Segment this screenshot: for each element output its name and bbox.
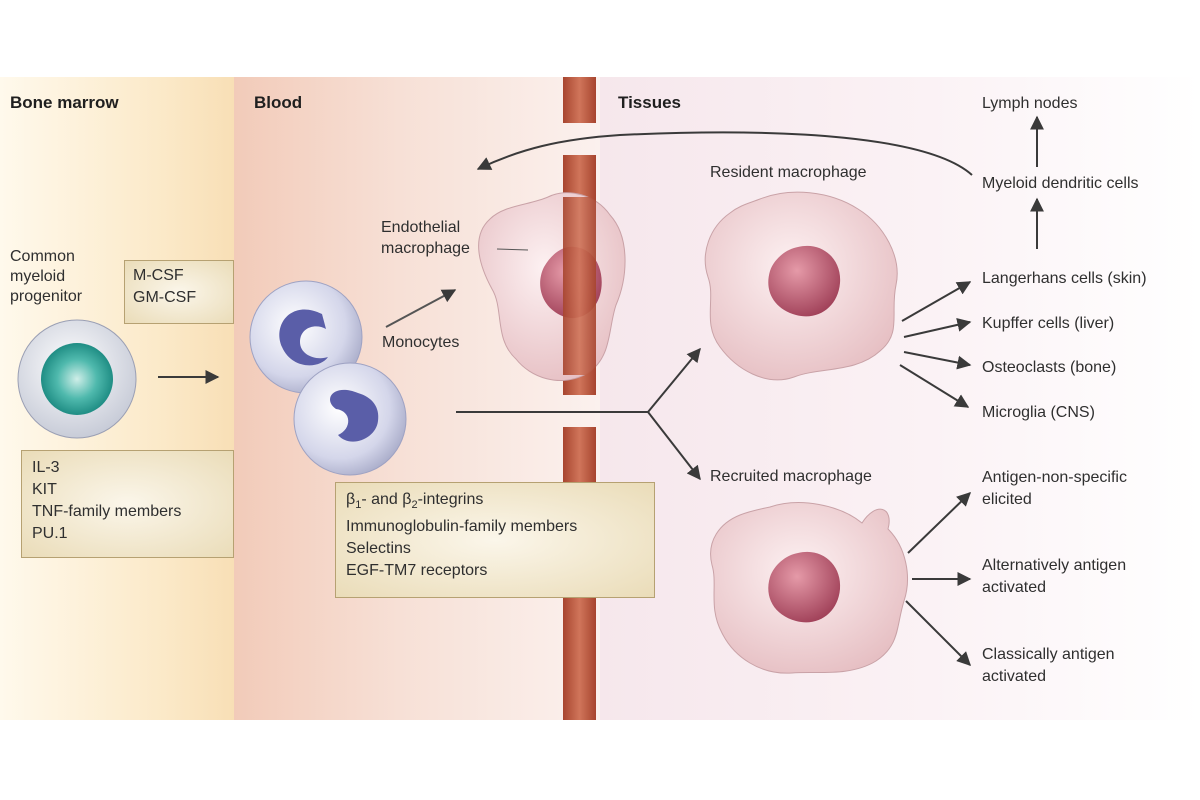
adhesion-molecules-box: β1- and β2-integrins Immunoglobulin-fami… <box>335 482 655 598</box>
to-osteoclasts-arrow <box>903 351 972 370</box>
resident-output-langerhans: Langerhans cells (skin) <box>982 270 1147 287</box>
recruited-output-line: Alternatively antigen <box>982 557 1127 574</box>
integrin-mid: - and β <box>361 491 412 508</box>
endothelial-label-line: macrophage <box>381 240 470 257</box>
endothelial-macrophage-label: Endothelial macrophage <box>381 217 470 259</box>
progenitor-label: Common myeloid progenitor <box>10 247 82 307</box>
recruited-output-alternative: Alternatively antigen activated <box>982 555 1126 599</box>
monocytes-label: Monocytes <box>382 334 460 351</box>
factors-box-line: IL-3 <box>32 459 60 476</box>
recruited-output-elicited: Antigen-non-specific elicited <box>982 467 1127 511</box>
csf-box-line: GM-CSF <box>133 289 197 306</box>
resident-macrophage-label: Resident macrophage <box>710 164 867 181</box>
endothelial-macrophage-cell <box>478 192 626 381</box>
monocyte-to-endothelial-arrow <box>385 289 457 328</box>
recruited-output-line: Antigen-non-specific <box>982 469 1127 486</box>
endothelial-label-line: Endothelial <box>381 219 461 236</box>
integrin-suffix: -integrins <box>417 491 484 508</box>
bone-marrow-title: Bone marrow <box>10 93 119 112</box>
myeloid-dendritic-cells-label: Myeloid dendritic cells <box>982 175 1139 192</box>
recruited-output-line: activated <box>982 668 1047 685</box>
tissues-title: Tissues <box>618 93 682 112</box>
integrin-subscript-1: 1 <box>355 499 362 512</box>
resident-macrophage-cell <box>704 191 898 381</box>
branch-to-recruited-arrow <box>647 411 701 481</box>
recruited-macrophage-cell <box>710 502 908 674</box>
to-microglia-arrow <box>899 364 970 408</box>
progenitor-label-line: progenitor <box>10 288 83 305</box>
csf-box-line: M-CSF <box>133 267 184 284</box>
factors-box-line: TNF-family members <box>32 503 182 520</box>
progenitor-cell <box>17 319 137 439</box>
endothelial-leader-line <box>496 248 529 251</box>
adhesion-box-line: Immunoglobulin-family members <box>346 518 578 536</box>
integrin-prefix: β <box>346 491 356 508</box>
dendritic-return-arrow <box>476 131 973 176</box>
branch-to-resident-arrow <box>647 347 701 413</box>
factors-box-line: PU.1 <box>32 525 68 542</box>
recruited-macrophage-label: Recruited macrophage <box>710 468 872 485</box>
progenitor-label-line: Common <box>10 248 75 265</box>
transcription-factors-box: IL-3 KIT TNF-family members PU.1 <box>21 450 234 558</box>
resident-output-microglia: Microglia (CNS) <box>982 404 1095 421</box>
blood-title: Blood <box>254 93 303 112</box>
to-classical-arrow <box>905 600 971 666</box>
to-elicited-arrow <box>907 492 972 554</box>
blood-region <box>234 77 600 720</box>
recruited-output-classical: Classically antigen activated <box>982 644 1115 688</box>
to-kupffer-arrow <box>903 317 972 338</box>
progenitor-label-line: myeloid <box>10 268 66 285</box>
adhesion-box-line: EGF-TM7 receptors <box>346 562 488 580</box>
csf-box: M-CSF GM-CSF <box>124 260 234 324</box>
resident-output-kupffer: Kupffer cells (liver) <box>982 315 1115 332</box>
adhesion-box-line: Selectins <box>346 540 411 558</box>
integrin-subscript-2: 2 <box>411 499 418 512</box>
integrins-line: β1- and β2-integrins <box>346 489 644 516</box>
recruited-output-line: elicited <box>982 491 1032 508</box>
monocyte-cell <box>293 362 407 476</box>
factors-box-line: KIT <box>32 481 57 498</box>
vessel-wall-segment <box>563 77 596 123</box>
to-langerhans-arrow <box>901 281 972 322</box>
resident-output-osteoclasts: Osteoclasts (bone) <box>982 359 1117 376</box>
recruited-output-line: activated <box>982 579 1047 596</box>
diagram-artwork <box>17 77 1044 720</box>
lymph-nodes-label: Lymph nodes <box>982 95 1078 112</box>
macrophage-differentiation-diagram: Bone marrow Blood Tissues Common myeloid… <box>0 77 1200 720</box>
recruited-output-line: Classically antigen <box>982 646 1115 663</box>
